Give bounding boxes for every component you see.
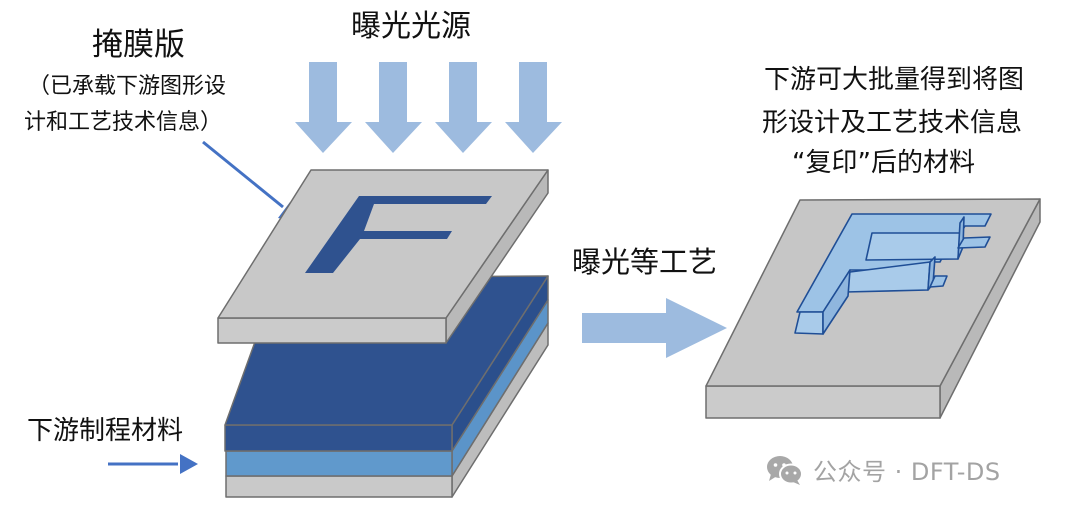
result-description-line-1: 下游可大批量得到将图 — [764, 65, 1025, 95]
mask-description-line-2: 计和工艺技术信息） — [24, 110, 223, 135]
material-label: 下游制程材料 — [27, 416, 184, 446]
light-source-label: 曝光光源 — [351, 9, 471, 44]
relief-top-bar-front — [865, 232, 961, 261]
mask-plate — [217, 169, 549, 344]
relief-stem-side — [822, 269, 851, 335]
stack-lightblue-front — [225, 450, 453, 477]
light-arrow-1 — [295, 62, 352, 153]
stack-darkblue-front — [224, 424, 453, 452]
relief-stem-front — [794, 311, 824, 335]
watermark: 公众号 · DFT-DS — [765, 452, 1001, 487]
result-front-face — [705, 385, 941, 419]
relief-top-bar-tip — [957, 236, 991, 249]
relief-f-pattern — [794, 213, 992, 335]
relief-mid-bar-tip — [929, 275, 948, 288]
material-stack — [224, 275, 549, 498]
light-arrow-3 — [435, 62, 492, 153]
result-description-line-3: “复印”后的材料 — [792, 148, 975, 178]
mask-front-face — [217, 317, 447, 344]
mask-title: 掩膜版 — [92, 27, 185, 63]
watermark-text: 公众号 · DFT-DS — [813, 458, 1001, 486]
mask-description-line-1: （已承载下游图形设 — [28, 74, 227, 99]
process-label: 曝光等工艺 — [572, 245, 718, 279]
material-pointer-arrow — [108, 454, 198, 474]
stack-gray-front — [225, 475, 453, 498]
light-source-arrows — [295, 62, 562, 153]
light-arrow-4 — [505, 62, 562, 153]
mask-top-face — [217, 169, 549, 319]
light-arrow-2 — [365, 62, 422, 153]
result-description-line-2: 形设计及工艺技术信息 — [762, 108, 1023, 138]
wechat-icon — [767, 455, 803, 485]
process-arrow — [582, 298, 727, 358]
mask-f-pattern — [305, 196, 492, 273]
